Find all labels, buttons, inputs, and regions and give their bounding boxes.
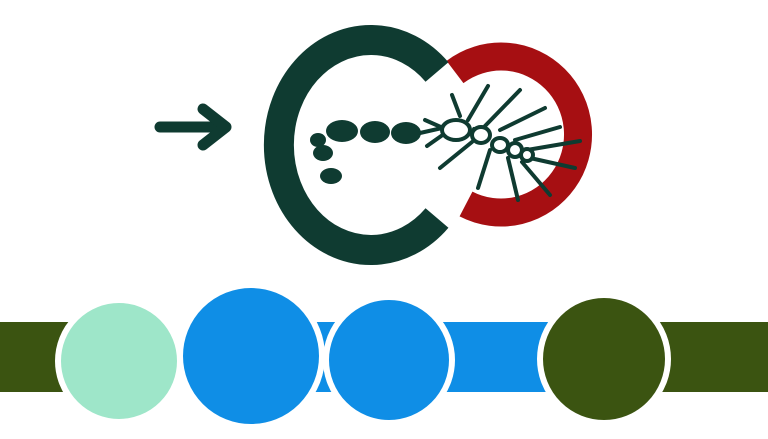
bead-chain-icon (310, 120, 421, 184)
branch-nodes (440, 118, 535, 163)
circle-olive (537, 292, 671, 426)
circle-blue-large (177, 282, 325, 430)
circle-blue-medium (323, 294, 455, 426)
red-ring-icon (446, 42, 593, 227)
dark-ring-icon (263, 25, 449, 265)
circle-mint (55, 297, 183, 425)
arrow-right-icon (154, 103, 232, 151)
